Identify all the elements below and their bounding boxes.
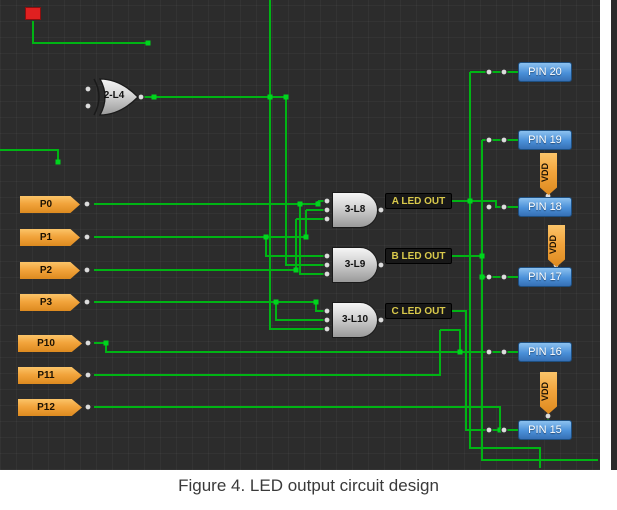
connection-points — [83, 68, 560, 434]
pin-16-box[interactable]: PIN 16 — [518, 342, 572, 362]
pin-18-box[interactable]: PIN 18 — [518, 197, 572, 217]
output-label-b[interactable]: B LED OUT — [385, 248, 452, 264]
vdd-label: VDD — [540, 162, 550, 182]
and-gate-3l8[interactable]: 3-L8 — [332, 192, 378, 228]
vdd-tag-2[interactable]: VDD — [548, 225, 565, 267]
vdd-label: VDD — [548, 234, 558, 254]
pin-19-box[interactable]: PIN 19 — [518, 130, 572, 150]
wiring-svg — [0, 0, 598, 468]
wire-layer — [0, 0, 598, 468]
red-marker[interactable] — [25, 7, 41, 20]
gate-label: 2-L4 — [103, 90, 125, 101]
input-pin-tag-p0[interactable]: P0 — [20, 196, 80, 213]
xor-gate[interactable]: 2-L4 — [92, 78, 140, 116]
vdd-label: VDD — [540, 381, 550, 401]
vdd-tag-3[interactable]: VDD — [540, 372, 557, 414]
and-gate-3l10[interactable]: 3-L10 — [332, 302, 378, 338]
schematic-canvas[interactable]: 2-L4 P0 P1 P2 P3 P10 P11 P12 3-L8 3-L9 3… — [0, 0, 600, 470]
pin-20-box[interactable]: PIN 20 — [518, 62, 572, 82]
input-pin-tag-p2[interactable]: P2 — [20, 262, 80, 279]
output-label-a[interactable]: A LED OUT — [385, 193, 452, 209]
right-edge-strip — [611, 0, 617, 470]
input-pin-tag-p1[interactable]: P1 — [20, 229, 80, 246]
pin-15-box[interactable]: PIN 15 — [518, 420, 572, 440]
and-gate-3l9[interactable]: 3-L9 — [332, 247, 378, 283]
vdd-tag-1[interactable]: VDD — [540, 153, 557, 195]
input-pin-tag-p11[interactable]: P11 — [18, 367, 82, 384]
pin-17-box[interactable]: PIN 17 — [518, 267, 572, 287]
input-pin-tag-p12[interactable]: P12 — [18, 399, 82, 416]
figure-caption: Figure 4. LED output circuit design — [178, 476, 439, 495]
output-label-c[interactable]: C LED OUT — [385, 303, 452, 319]
junction-dots — [55, 40, 503, 433]
xor-gate-shape — [93, 78, 139, 116]
input-pin-tag-p3[interactable]: P3 — [20, 294, 80, 311]
input-pin-tag-p10[interactable]: P10 — [18, 335, 82, 352]
